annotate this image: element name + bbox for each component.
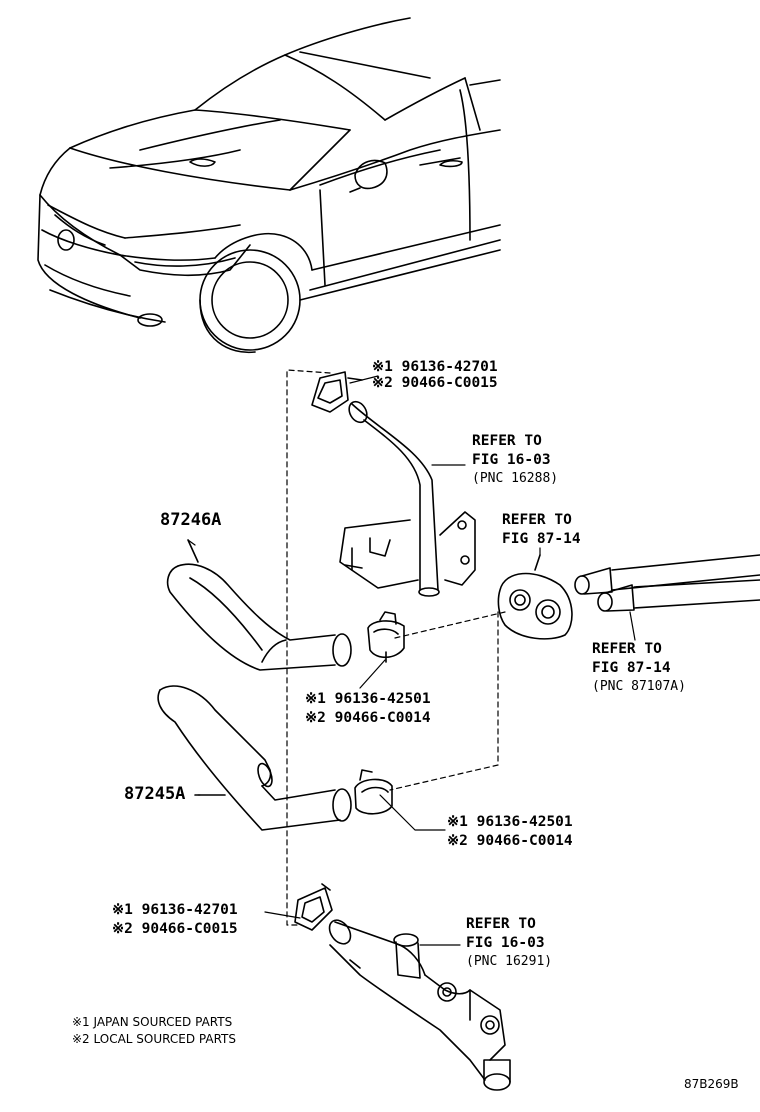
grommet-drawing — [497, 554, 573, 640]
reference-upper-pipe: REFER TO FIG 16-03 (PNC 16288) — [472, 433, 558, 487]
upper-pipe-drawing — [339, 400, 476, 597]
clip-top-drawing — [311, 371, 363, 413]
callout-clip-top: ※1 96136-42701 ※2 90466-C0015 — [372, 359, 498, 391]
hose-upper-drawing — [166, 539, 352, 671]
callout-clip-bottom-left-line1: ※1 96136-42701 — [112, 902, 238, 918]
callout-clip-mid-line1: ※1 96136-42501 — [305, 691, 431, 707]
callout-clip-top-line2: ※2 90466-C0015 — [372, 375, 498, 391]
callout-clip-low-right: ※1 96136-42501 ※2 90466-C0014 — [447, 814, 573, 849]
reference-upper-pipe-line1: REFER TO — [472, 433, 542, 449]
reference-lower-pipe-line2: FIG 16-03 — [466, 935, 545, 951]
vehicle-illustration — [37, 17, 501, 354]
clip-mid-drawing — [367, 611, 405, 663]
hose-lower-drawing — [157, 685, 352, 831]
reference-grommet-line1: REFER TO — [502, 512, 572, 528]
figure-code: 87B269B — [684, 1077, 739, 1091]
reference-lower-pipe-line3: (PNC 16291) — [466, 954, 553, 969]
reference-lower-pipe-line1: REFER TO — [466, 916, 536, 932]
reference-grommet: REFER TO FIG 87-14 — [502, 512, 581, 547]
callout-clip-mid: ※1 96136-42501 ※2 90466-C0014 — [305, 691, 431, 726]
reference-lower-pipe: REFER TO FIG 16-03 (PNC 16291) — [466, 916, 552, 970]
reference-heater-pipes-line2: FIG 87-14 — [592, 660, 671, 676]
reference-upper-pipe-line2: FIG 16-03 — [472, 452, 551, 468]
reference-heater-pipes: REFER TO FIG 87-14 (PNC 87107A) — [592, 641, 686, 695]
lower-pipe-drawing — [328, 919, 511, 1091]
callout-leaders — [187, 375, 636, 946]
callout-clip-bottom-left: ※1 96136-42701 ※2 90466-C0015 — [112, 902, 238, 937]
legend-japan-sourced: ※1 JAPAN SOURCED PARTS — [72, 1015, 233, 1029]
reference-grommet-line2: FIG 87-14 — [502, 531, 581, 547]
callout-clip-bottom-left-line2: ※2 90466-C0015 — [112, 921, 238, 937]
reference-heater-pipes-line1: REFER TO — [592, 641, 662, 657]
clip-low-right-drawing — [354, 769, 393, 815]
callout-clip-low-right-line2: ※2 90466-C0014 — [447, 833, 573, 849]
dashed-leader-lines — [286, 369, 506, 926]
callout-clip-low-right-line1: ※1 96136-42501 — [447, 814, 573, 830]
callout-clip-mid-line2: ※2 90466-C0014 — [305, 710, 431, 726]
part-number-87246A: 87246A — [160, 510, 222, 530]
reference-upper-pipe-line3: (PNC 16288) — [472, 471, 559, 486]
legend: ※1 JAPAN SOURCED PARTS ※2 LOCAL SOURCED … — [72, 1015, 236, 1046]
reference-heater-pipes-line3: (PNC 87107A) — [592, 679, 686, 694]
clip-bottom-left-drawing — [294, 883, 333, 931]
part-number-87245A: 87245A — [124, 784, 186, 804]
heater-pipes-drawing — [574, 554, 760, 612]
legend-local-sourced: ※2 LOCAL SOURCED PARTS — [72, 1032, 236, 1046]
callout-clip-top-line1: ※1 96136-42701 — [372, 359, 498, 375]
